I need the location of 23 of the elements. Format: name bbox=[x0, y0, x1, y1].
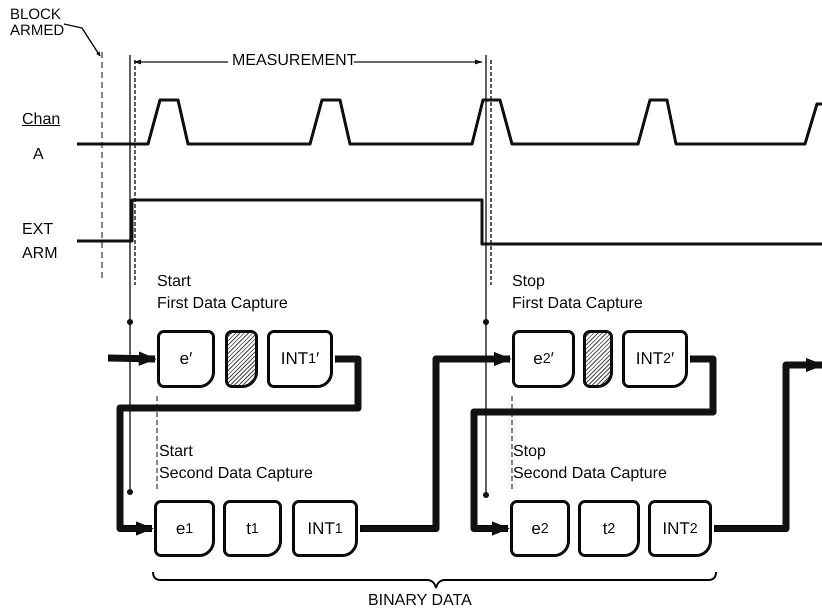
caption: Stop bbox=[513, 443, 546, 461]
data-block: e′ bbox=[157, 330, 215, 388]
dimension-label: MEASUREMENT bbox=[232, 52, 356, 70]
caption: Stop bbox=[512, 273, 545, 291]
hatched-block bbox=[225, 330, 258, 388]
callout-label: BLOCK ARMED bbox=[10, 7, 64, 39]
caption: First Data Capture bbox=[157, 295, 288, 313]
flow-arrow bbox=[116, 356, 362, 536]
flow-arrow bbox=[470, 356, 716, 536]
signal-label: EXT ARM bbox=[22, 220, 59, 264]
caption: Start bbox=[159, 443, 193, 461]
caption: First Data Capture bbox=[512, 295, 643, 313]
signal-label: Chan bbox=[22, 111, 60, 129]
caption: BINARY DATA bbox=[368, 592, 472, 610]
caption: Second Data Capture bbox=[159, 465, 313, 483]
flow-arrow bbox=[108, 351, 157, 366]
hatched-block bbox=[583, 330, 613, 388]
signal-label: A bbox=[33, 146, 44, 164]
caption: Second Data Capture bbox=[513, 465, 667, 483]
caption: Start bbox=[157, 273, 191, 291]
leader-arrow bbox=[64, 23, 101, 56]
flow-arrow bbox=[714, 358, 822, 532]
flow-arrow bbox=[360, 352, 512, 532]
